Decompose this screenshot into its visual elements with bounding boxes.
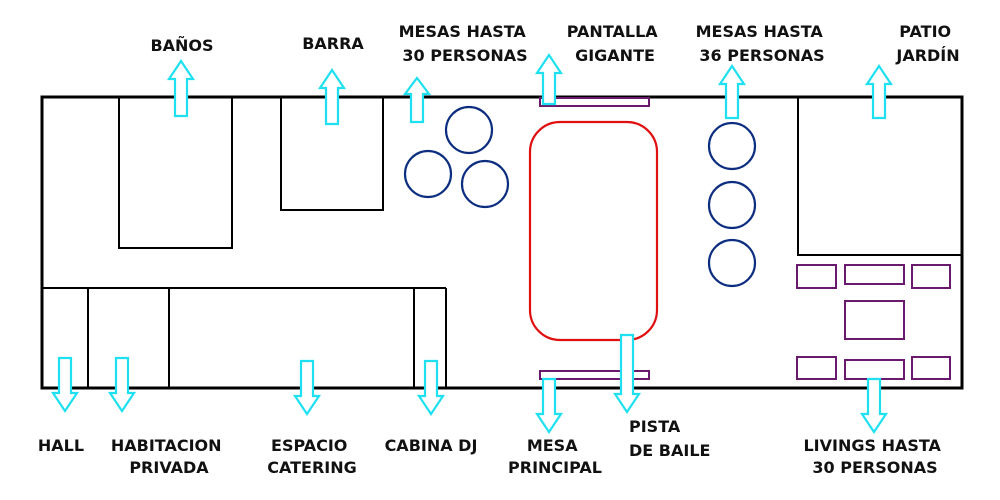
living-sofa — [796, 356, 837, 380]
label-barra: BARRA — [302, 34, 364, 53]
arrow-up-icon — [166, 59, 196, 118]
dance-floor — [528, 120, 659, 342]
living-sofa — [844, 264, 905, 285]
round-table — [460, 159, 510, 209]
arrow-up-icon — [317, 68, 347, 126]
round-table — [444, 105, 494, 155]
label-mesas-36: MESAS HASTA 36 PERSONAS — [696, 22, 829, 65]
label-habitacion: HABITACION PRIVADA — [111, 436, 227, 477]
label-livings: LIVINGS HASTA 30 PERSONAS — [803, 436, 946, 477]
arrow-down-icon — [612, 333, 642, 414]
label-patio: PATIO JARDÍN — [895, 22, 959, 65]
label-mesas-30: MESAS HASTA 30 PERSONAS — [399, 22, 532, 65]
living-sofa — [796, 264, 837, 289]
giant-screen — [539, 97, 650, 107]
living-table — [844, 300, 905, 340]
arrow-up-icon — [717, 64, 747, 120]
arrow-down-icon — [107, 356, 137, 413]
patio-room — [797, 96, 963, 256]
arrow-down-icon — [292, 359, 322, 416]
label-pista: PISTA DE BAILE — [629, 417, 710, 460]
arrow-down-icon — [50, 356, 80, 413]
round-table — [403, 149, 453, 199]
label-cabina: CABINA DJ — [385, 436, 478, 455]
label-catering: ESPACIO CATERING — [267, 436, 357, 477]
round-table — [707, 121, 757, 171]
label-mesa-principal: MESA PRINCIPAL — [508, 436, 602, 477]
label-pantalla: PANTALLA GIGANTE — [567, 22, 663, 65]
outer-wall — [40, 95, 964, 390]
banos-room — [118, 96, 233, 249]
round-table — [707, 238, 757, 288]
label-banos: BAÑOS — [150, 36, 213, 55]
arrow-up-icon — [864, 64, 894, 120]
arrow-down-icon — [416, 359, 446, 416]
round-table — [707, 180, 757, 230]
living-sofa — [911, 356, 951, 380]
head-table — [539, 370, 650, 380]
arrow-down-icon — [859, 377, 889, 434]
arrow-down-icon — [534, 377, 564, 434]
label-hall: HALL — [38, 436, 84, 455]
living-sofa — [911, 264, 951, 289]
arrow-up-icon — [534, 53, 564, 106]
living-sofa — [844, 359, 905, 380]
arrow-up-icon — [402, 76, 432, 124]
